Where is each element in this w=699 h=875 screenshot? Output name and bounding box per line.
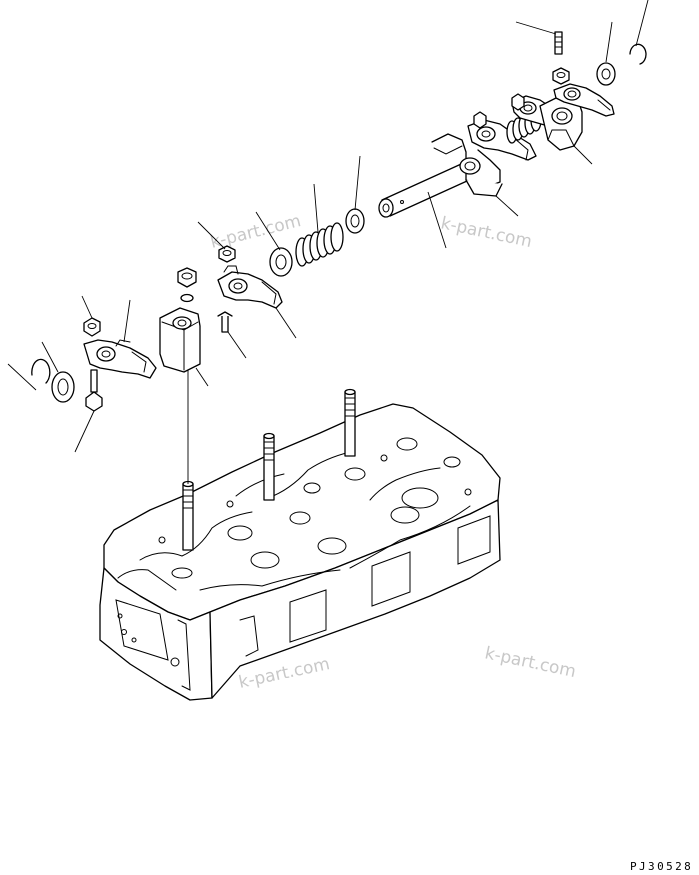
head-rib-4 [349,505,471,569]
studs [182,370,356,551]
washer-middle-1 [180,293,194,303]
snap-ring-right [629,43,647,65]
head-hole-5 [303,482,321,494]
side-face-detail [239,615,259,657]
front-face-inner-step [177,619,191,691]
washer-spring-left-hole [275,254,287,270]
rocker-support-end [539,95,583,151]
head-hole-4 [344,467,366,481]
nut-left [83,317,101,337]
nut-middle-1 [177,267,197,288]
head-rib-5 [369,467,441,501]
front-hole-2 [117,613,123,619]
adjust-screw-right [554,31,563,55]
front-hole-1 [121,629,127,635]
head-rib-7 [117,569,177,591]
rocker-support-left [159,307,201,373]
side-port-3 [457,515,491,565]
washer-left-hole [57,378,69,396]
head-small-hole-2 [226,500,234,508]
washer-spring-right-hole [350,214,360,228]
rocker-support-right [431,133,503,197]
combustion-port-4 [401,487,439,509]
combustion-port-3 [390,506,420,524]
coil-spring [295,222,344,267]
combustion-port-2 [317,537,347,555]
rocker-arm-right-3 [553,83,615,117]
head-rib-2 [267,451,351,499]
leader-lines [7,0,649,453]
adjust-screw-left [85,369,103,412]
stud-2 [263,432,275,501]
head-hole-7 [443,456,461,468]
snap-ring-left [31,358,51,384]
head-hole-2 [227,525,253,541]
head-hole-6 [396,437,418,451]
head-small-hole-3 [380,454,388,462]
head-small-hole-4 [464,488,472,496]
side-port-1 [289,589,327,643]
washer-right-hole [601,68,611,80]
head-small-hole-1 [158,536,166,544]
head-hole-1 [171,567,193,579]
left-rocker-assembly [31,317,157,412]
front-hole-3 [131,637,137,643]
cylinder-head-side-face [209,499,501,699]
washer-left [51,371,75,403]
washer-spring-right [345,208,365,234]
rocker-arm-right-1 [467,111,537,161]
head-hole-3 [289,511,311,525]
washer-spring-left [269,247,293,277]
head-rib-1 [139,511,253,561]
watermark-4: k-part.com [483,643,578,682]
drawing-code: PJ30528 [630,860,693,873]
rocker-arm-middle [217,265,283,309]
cylinder-head [99,403,501,701]
washer-right [596,62,616,86]
head-rib-3 [199,569,341,591]
stud-1 [344,388,356,457]
nut-right [552,67,570,85]
stud-3 [182,480,194,551]
rocker-arm-left [83,339,157,379]
nut-middle-2 [218,245,236,263]
combustion-port-1 [250,551,280,569]
adjust-screw-middle [217,311,233,333]
side-port-2 [371,551,411,607]
front-hole-4 [170,657,180,667]
head-rib-6 [235,473,285,497]
watermark-2: k-part.com [439,213,534,252]
